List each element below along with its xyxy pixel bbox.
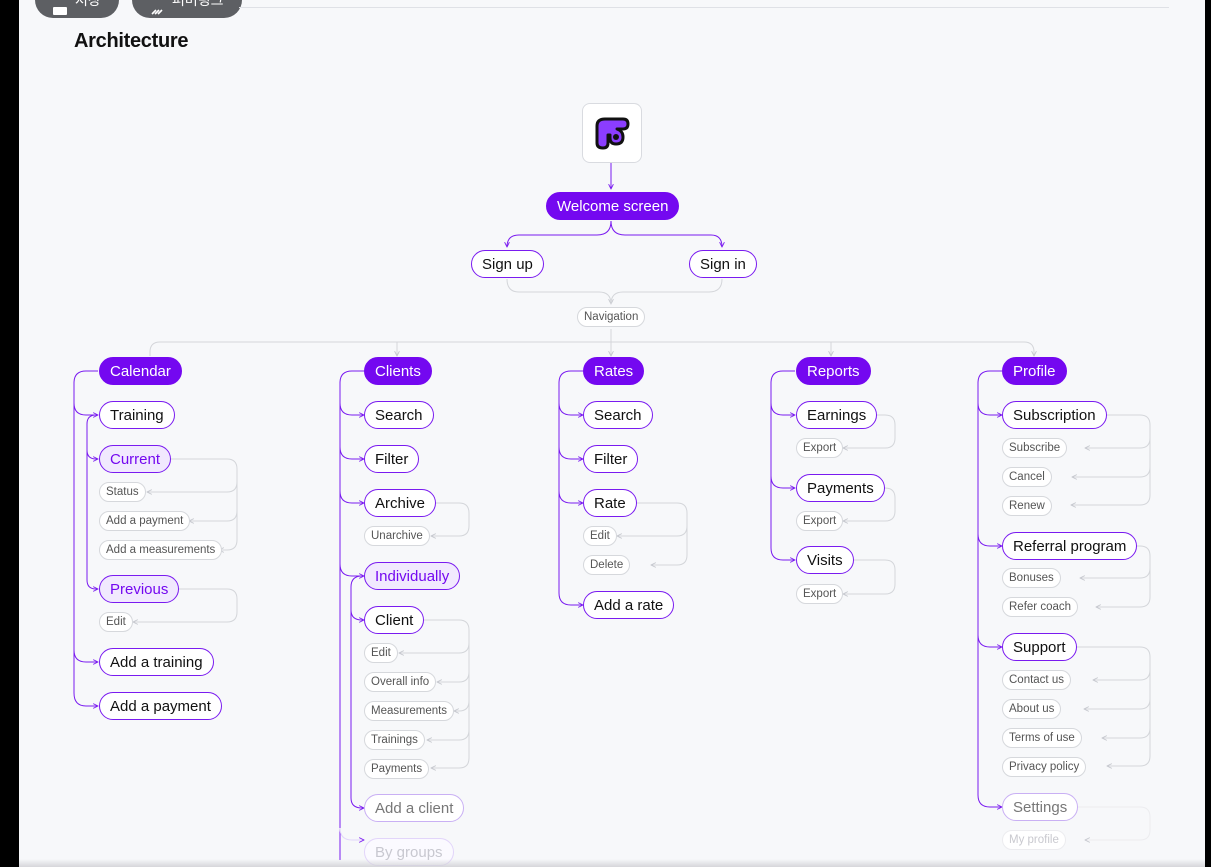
rate-delete-chip[interactable]: Delete <box>583 555 631 575</box>
previous-node[interactable]: Previous <box>99 575 180 603</box>
cancel-chip[interactable]: Cancel <box>1002 467 1052 487</box>
settings-node[interactable]: Settings <box>1002 793 1079 821</box>
add-client-node[interactable]: Add a client <box>364 794 465 822</box>
save-icon <box>53 2 67 15</box>
calendar-node[interactable]: Calendar <box>99 357 182 385</box>
reports-node[interactable]: Reports <box>796 357 871 385</box>
profile-node[interactable]: Profile <box>1002 357 1067 385</box>
rates-search-node[interactable]: Search <box>583 401 653 429</box>
app-logo <box>582 103 642 163</box>
terms-of-use-chip[interactable]: Terms of use <box>1002 728 1082 748</box>
clients-node[interactable]: Clients <box>364 357 432 385</box>
clients-search-node[interactable]: Search <box>364 401 434 429</box>
my-profile-chip[interactable]: My profile <box>1002 830 1066 850</box>
navigation-node[interactable]: Navigation <box>577 307 646 327</box>
page-title: Architecture <box>74 30 189 52</box>
payments-chip[interactable]: Payments <box>364 759 430 779</box>
visits-export-chip[interactable]: Export <box>796 584 844 604</box>
add-measurements-chip[interactable]: Add a measurements <box>99 540 223 560</box>
contact-us-chip[interactable]: Contact us <box>1002 670 1071 690</box>
welcome-screen-node[interactable]: Welcome screen <box>546 192 680 220</box>
earnings-export-chip[interactable]: Export <box>796 438 844 458</box>
app-logo-icon <box>595 117 630 150</box>
payments-export-chip[interactable]: Export <box>796 511 844 531</box>
edit-chip[interactable]: Edit <box>99 612 133 632</box>
share-link-button[interactable]: 퍼머링크 <box>132 0 242 18</box>
current-node[interactable]: Current <box>99 445 172 473</box>
architecture-connectors <box>73 162 1151 860</box>
save-button[interactable]: 저장 <box>35 0 119 18</box>
rate-edit-chip[interactable]: Edit <box>583 526 617 546</box>
refer-coach-chip[interactable]: Refer coach <box>1002 597 1079 617</box>
client-edit-chip[interactable]: Edit <box>364 643 398 663</box>
add-payment-chip[interactable]: Add a payment <box>99 511 191 531</box>
earnings-node[interactable]: Earnings <box>796 401 878 429</box>
visits-node[interactable]: Visits <box>796 546 854 574</box>
trainings-chip[interactable]: Trainings <box>364 730 425 750</box>
privacy-policy-chip[interactable]: Privacy policy <box>1002 757 1087 777</box>
header-divider <box>239 7 1169 8</box>
subscription-node[interactable]: Subscription <box>1002 401 1107 429</box>
subscribe-chip[interactable]: Subscribe <box>1002 438 1068 458</box>
training-node[interactable]: Training <box>99 401 175 429</box>
support-node[interactable]: Support <box>1002 633 1077 661</box>
rates-filter-node[interactable]: Filter <box>583 445 639 473</box>
add-rate-node[interactable]: Add a rate <box>583 591 675 619</box>
archive-node[interactable]: Archive <box>364 489 437 517</box>
link-icon <box>150 2 164 15</box>
referral-program-node[interactable]: Referral program <box>1002 532 1138 560</box>
page-frame: 저장 퍼머링크 Architecture <box>19 0 1205 867</box>
save-label: 저장 <box>75 0 101 8</box>
sign-up-node[interactable]: Sign up <box>471 250 544 278</box>
scroll-shadow <box>19 859 1205 867</box>
individually-node[interactable]: Individually <box>364 562 461 590</box>
about-us-chip[interactable]: About us <box>1002 699 1062 719</box>
client-node[interactable]: Client <box>364 606 425 634</box>
measurements-chip[interactable]: Measurements <box>364 701 455 721</box>
rates-node[interactable]: Rates <box>583 357 645 385</box>
bonuses-chip[interactable]: Bonuses <box>1002 568 1061 588</box>
payments-node[interactable]: Payments <box>796 474 885 502</box>
add-payment-node[interactable]: Add a payment <box>99 692 222 720</box>
clients-filter-node[interactable]: Filter <box>364 445 420 473</box>
share-label: 퍼머링크 <box>172 0 224 8</box>
unarchive-chip[interactable]: Unarchive <box>364 526 430 546</box>
add-training-node[interactable]: Add a training <box>99 648 214 676</box>
sign-in-node[interactable]: Sign in <box>689 250 757 278</box>
renew-chip[interactable]: Renew <box>1002 496 1052 516</box>
overall-info-chip[interactable]: Overall info <box>364 672 437 692</box>
status-chip[interactable]: Status <box>99 482 146 502</box>
rate-node[interactable]: Rate <box>583 489 637 517</box>
